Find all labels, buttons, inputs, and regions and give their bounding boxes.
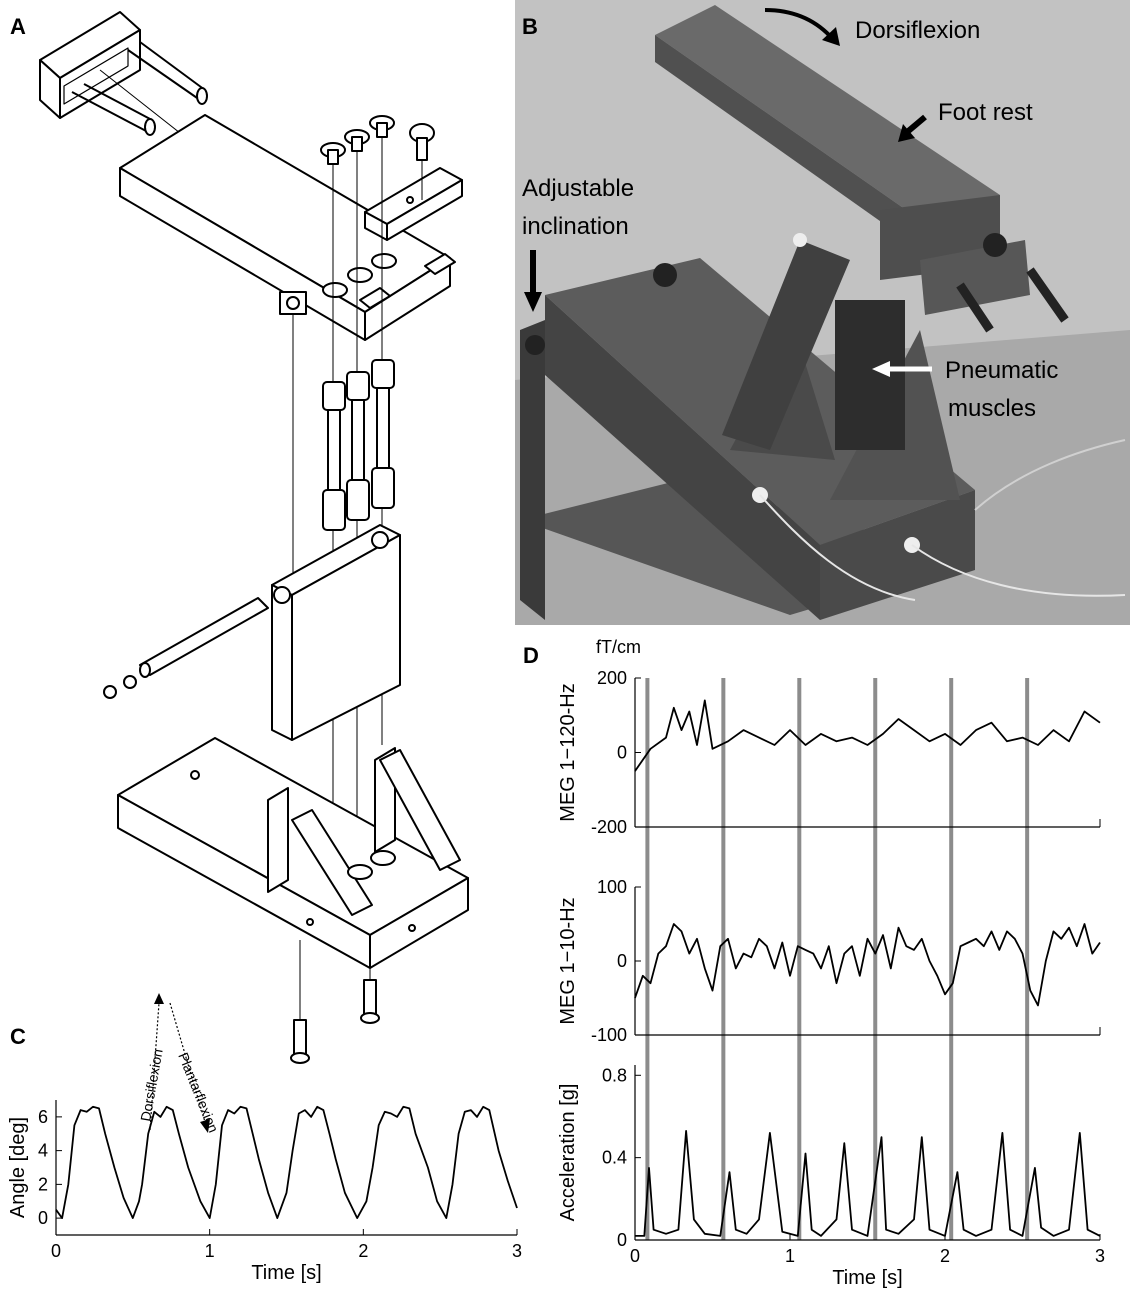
event-lines [645, 678, 1030, 1240]
y-axis-label: Acceleration [g] [557, 1084, 579, 1222]
dorsiflexion-arrow [764, 8, 832, 38]
x-tick-label: 2 [940, 1246, 950, 1266]
y-axis-label: MEG 1−10-Hz [557, 897, 579, 1024]
foot-rest-plate [119, 114, 456, 341]
base-block [117, 737, 469, 969]
y-tick-label: 0 [617, 743, 627, 763]
axle-rod [103, 597, 269, 699]
top-screws [320, 115, 435, 165]
series-line [634, 699, 1101, 772]
hinge-plate [271, 524, 401, 741]
adjustable-label-line1: Adjustable [522, 175, 634, 202]
x-tick-label: 0 [630, 1246, 640, 1266]
pneumatic-muscles-drawing [322, 359, 395, 531]
y-tick-label: 0 [617, 1230, 627, 1250]
x-tick-label: 1 [785, 1246, 795, 1266]
x-tick-label: 0 [51, 1241, 61, 1261]
y-tick-label: -200 [591, 817, 627, 837]
panel-d-unit: fT/cm [596, 637, 641, 657]
x-tick-label: 2 [358, 1241, 368, 1261]
panel-d-marks [634, 699, 1101, 1237]
rod-plate [39, 11, 208, 136]
pneumatic-label-line2: muscles [948, 395, 1036, 422]
x-tick-label: 3 [1095, 1246, 1105, 1266]
x-axis-label: Time [s] [251, 1262, 321, 1284]
series-line [635, 1130, 1101, 1237]
bottom-screws [290, 979, 380, 1064]
panel-c-letter: C [10, 1024, 26, 1049]
dorsiflexion-label: Dorsiflexion [855, 17, 980, 44]
panel-c-marks [55, 1105, 518, 1219]
y-tick-label: 200 [597, 668, 627, 688]
x-axis-label: Time [s] [832, 1267, 902, 1289]
x-tick-label: 1 [205, 1241, 215, 1261]
flexion-annotations: Dorsiflexion Plantarflexion [137, 993, 222, 1135]
y-tick-label: 2 [38, 1174, 48, 1194]
series-line [55, 1105, 518, 1219]
dorsiflexion-annotation: Dorsiflexion [137, 1048, 165, 1123]
y-tick-label: 6 [38, 1107, 48, 1127]
y-tick-label: 0.4 [602, 1148, 627, 1168]
panel-a-letter: A [10, 14, 26, 39]
x-tick-label: 3 [512, 1241, 522, 1261]
plantarflexion-annotation: Plantarflexion [175, 1050, 222, 1135]
panel-b-letter: B [522, 14, 538, 39]
panel-a-exploded-drawing: A [10, 11, 469, 1064]
y-axis-label: MEG 1−120-Hz [557, 683, 579, 821]
y-tick-label: -100 [591, 1025, 627, 1045]
panel-d-letter: D [523, 643, 539, 668]
y-tick-label: 0 [38, 1208, 48, 1228]
series-line [634, 923, 1101, 1007]
y-axis-label: Angle [deg] [7, 1117, 29, 1218]
panel-b-photo: B Dorsiflexion Foot rest Adjustable incl… [515, 0, 1130, 625]
y-tick-label: 0.8 [602, 1065, 627, 1085]
adjustable-label-line2: inclination [522, 213, 629, 240]
foot-rest-arrow [904, 114, 927, 136]
foot-rest-label: Foot rest [938, 99, 1033, 126]
y-tick-label: 4 [38, 1141, 48, 1161]
y-tick-label: 0 [617, 951, 627, 971]
clamp-bar [364, 167, 463, 241]
y-tick-label: 100 [597, 877, 627, 897]
pneumatic-label-line1: Pneumatic [945, 357, 1058, 384]
